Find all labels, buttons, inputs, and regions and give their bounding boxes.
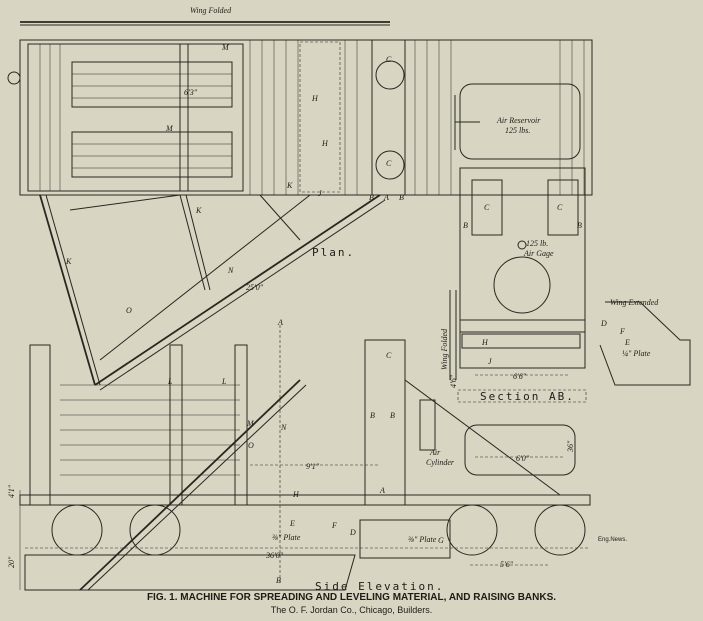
label-h: H [311,94,319,103]
label-o: O [248,441,254,450]
section-title: Section AB. [480,390,575,403]
label-n: N [280,423,287,432]
dim-5-6: 5'6" [500,560,514,569]
dim-6-3: 6'3" [184,88,198,97]
air-cylinder-label: Cylinder [426,458,455,467]
gage-pressure: 125 lb. [526,239,548,248]
label-o: O [126,306,132,315]
car-sill [19,494,591,506]
label-c: C [484,203,490,212]
label-f: F [619,327,625,336]
label-b: B [370,411,375,420]
plate-label: ⅜" Plate [272,533,301,542]
label-b: B [577,221,582,230]
dim-4-6: 4'6" [449,374,458,388]
label-k: K [286,181,293,190]
label-c: C [557,203,563,212]
dim-4-1: 4'1" [7,484,16,498]
label-h: H [292,490,300,499]
air-gage-icon [517,240,527,250]
label-b: B [390,411,395,420]
section-ab-view [449,167,691,403]
air-reservoir-pressure: 125 lbs. [505,126,530,135]
dim-36-0: 36'0" [265,551,284,560]
plan-view [7,21,593,391]
plan-title: Plan. [312,246,355,259]
label-n: N [227,266,234,275]
cylinder-c-top [375,60,405,90]
label-c: C [386,55,392,64]
figure-caption: FIG. 1. MACHINE FOR SPREADING AND LEVELI… [146,592,557,603]
label-f: F [331,521,337,530]
dim-6-0: 6'0" [516,454,530,463]
dim-9-1: 9'1" [306,462,320,471]
dim-25-0: 25'0" [246,283,264,292]
boom-k-left [39,194,96,386]
boom-n [94,194,381,386]
label-j: J [488,357,492,366]
side-elevation-title: Side Elevation. [315,580,444,593]
wheel [51,504,103,556]
label-e: E [624,338,630,347]
wing-folded-label: Wing Folded [190,6,232,15]
section-wing-folded-label: Wing Folded [440,328,449,370]
label-c: C [386,159,392,168]
dim-6-6: 6'6" [513,372,527,381]
label-d: D [600,319,607,328]
label-g: G [438,536,444,545]
label-h: H [481,338,489,347]
air-cylinder-label: Air [429,448,441,457]
label-m: M [165,124,174,133]
label-m: M [246,419,255,428]
wheel [446,504,498,556]
label-b: B [463,221,468,230]
wheel [129,504,181,556]
wing-extended-label: Wing Extended [610,298,659,307]
label-b: B [369,193,374,202]
section-air-tank [493,256,551,314]
eng-news-mark: Eng.News. [598,537,627,543]
label-l: L [167,377,173,386]
label-b: B [276,576,281,585]
label-l: L [221,377,227,386]
label-a: A [277,318,283,327]
label-j: J [318,189,322,198]
dim-20: 20" [7,556,16,568]
side-elevation-view [19,325,591,591]
label-a: A [379,486,385,495]
label-b: B [399,193,404,202]
air-reservoir-label: Air Reservoir [496,116,541,125]
label-k: K [195,206,202,215]
plate-label: ¼" Plate [622,349,651,358]
dim-36: 36" [566,440,575,453]
brake-wheel-icon [7,71,21,85]
label-d: D [349,528,356,537]
label-c: C [386,351,392,360]
figure-credit: The O. F. Jordan Co., Chicago, Builders. [270,605,433,615]
label-h: H [321,139,329,148]
label-k: K [65,257,72,266]
plate-label: ⅜" Plate [408,535,437,544]
air-gage-label: Air Gage [523,249,554,258]
cylinder-c-bottom [375,150,405,180]
label-e: E [289,519,295,528]
label-a: A [383,193,389,202]
label-m: M [221,43,230,52]
elevation-air-reservoir [464,424,576,476]
plan-frame [19,39,593,196]
wheel [534,504,586,556]
spreader-plate [24,554,356,591]
